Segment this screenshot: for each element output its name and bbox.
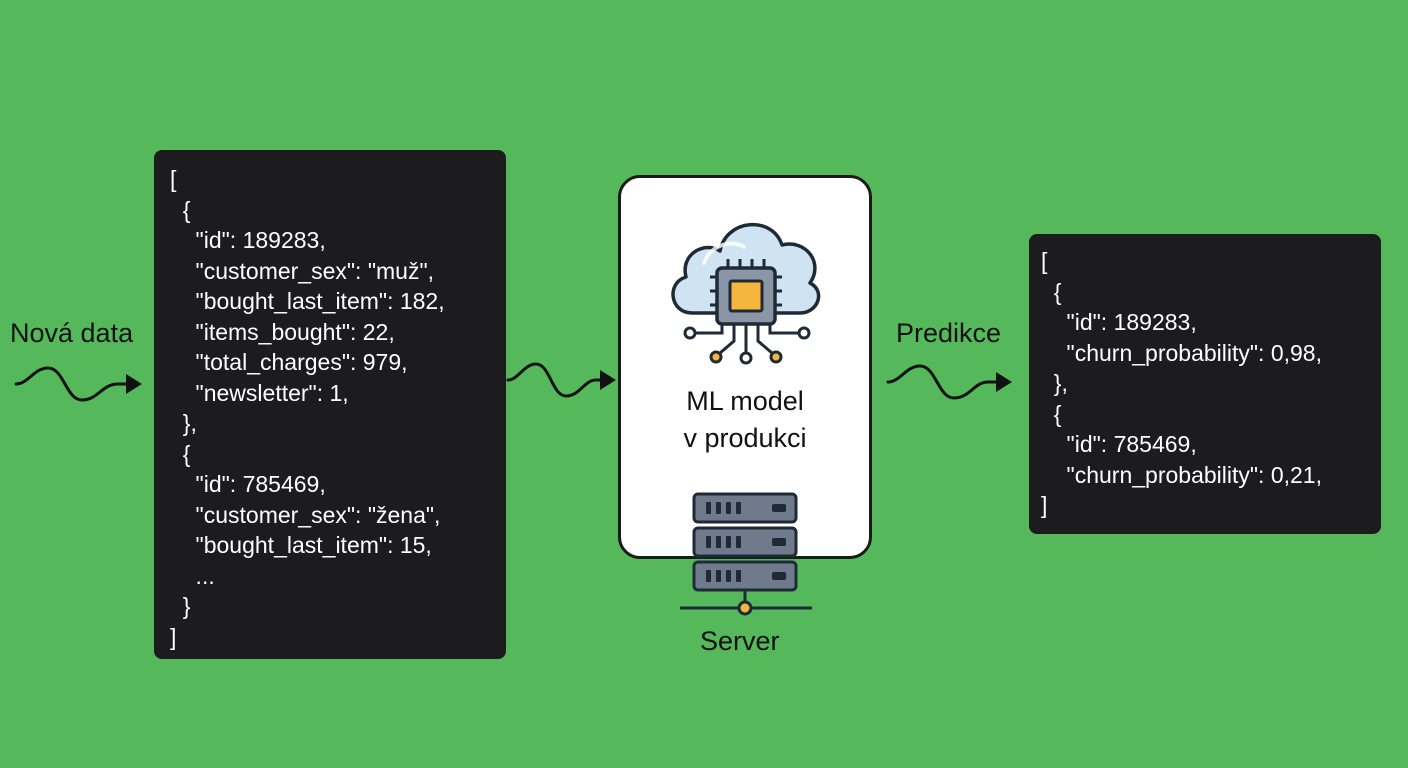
code-line: }, xyxy=(1041,370,1068,396)
code-line: ] xyxy=(1041,492,1048,518)
model-title: ML model v produkci xyxy=(683,386,807,453)
code-line: "id": 189283, xyxy=(170,227,326,253)
output-json-panel: [ { "id": 189283, "churn_probability": 0… xyxy=(1029,234,1381,534)
code-line: [ xyxy=(1041,248,1048,274)
wavy-arrow-icon xyxy=(506,362,616,398)
wavy-arrow-icon xyxy=(886,364,1012,400)
code-line: { xyxy=(1041,278,1062,305)
code-line: "customer_sex": "muž", xyxy=(170,257,435,284)
code-line: } xyxy=(170,593,191,619)
code-line: "bought_last_item": 182, xyxy=(170,288,445,314)
code-line: [ xyxy=(170,166,177,192)
code-line: { xyxy=(170,196,191,223)
code-line: "items_bought": 22, xyxy=(170,318,395,345)
code-line: "id": 785469, xyxy=(170,471,326,497)
code-line: "id": 785469, xyxy=(1041,431,1197,457)
cloud-chip-icon xyxy=(671,222,821,365)
code-line: "churn_probability": 0,21, xyxy=(1041,461,1322,488)
wavy-arrow-icon xyxy=(14,366,142,402)
code-line: { xyxy=(170,440,191,467)
prediction-label: Predikce xyxy=(896,318,1002,348)
server-label: Server xyxy=(700,626,780,656)
code-line: ... xyxy=(170,562,215,589)
code-line: "bought_last_item": 15, xyxy=(170,532,432,558)
code-line: "churn_probability": 0,98, xyxy=(1041,339,1322,366)
code-line: "id": 189283, xyxy=(1041,309,1197,335)
code-line: "total_charges": 979, xyxy=(170,349,408,375)
code-line: }, xyxy=(170,410,197,436)
code-line: { xyxy=(1041,400,1062,427)
input-json-panel: [ { "id": 189283, "customer_sex": "muž",… xyxy=(154,150,506,659)
input-data-label: Nová data xyxy=(10,318,134,348)
server-icon xyxy=(680,492,812,616)
code-line: "customer_sex": "žena", xyxy=(170,501,441,528)
code-line: ] xyxy=(170,623,177,650)
code-line: "newsletter": 1, xyxy=(170,379,349,406)
